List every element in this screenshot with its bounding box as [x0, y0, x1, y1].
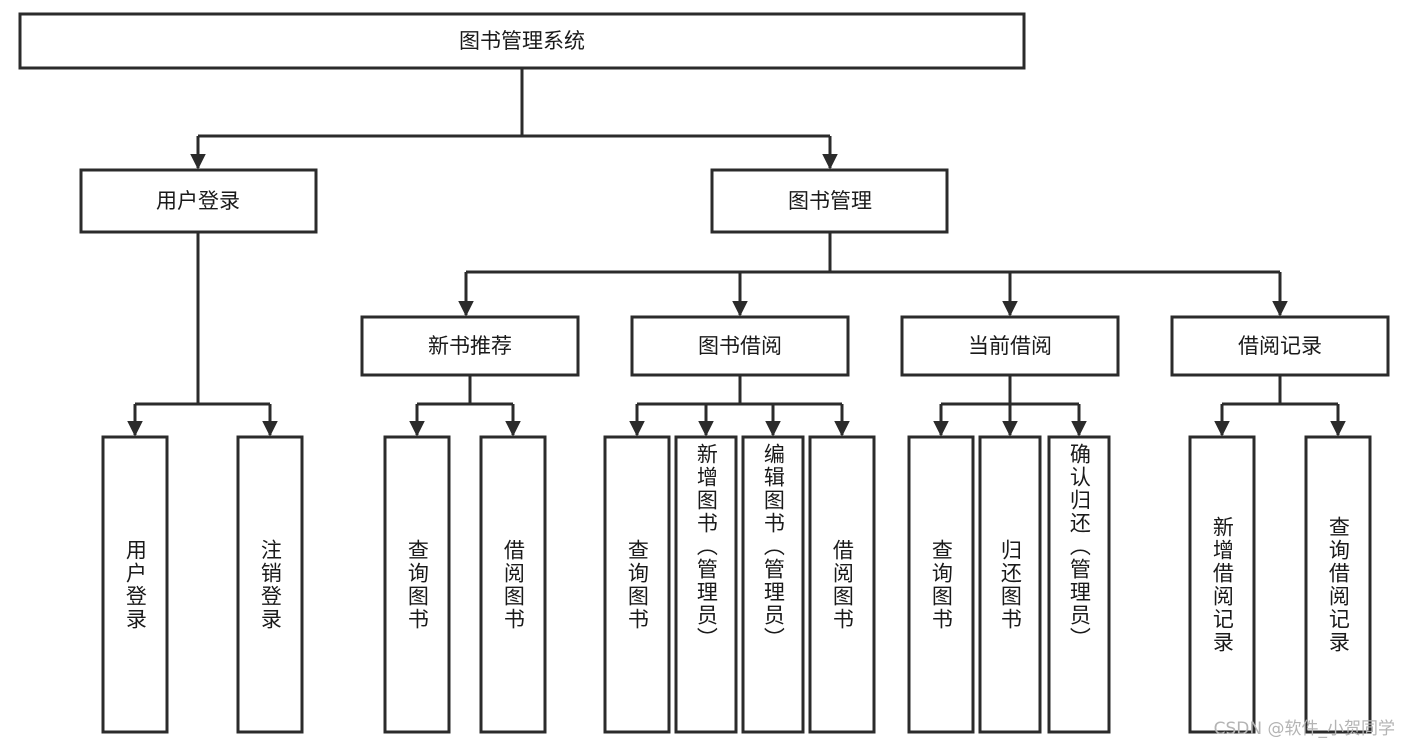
connector-root-to-level2 [190, 68, 838, 170]
leaf-box-query-book-1[interactable] [383, 435, 451, 734]
leaf-box-confirm-return[interactable] [1047, 435, 1111, 734]
node-current-borrow-label: 当前借阅 [968, 334, 1052, 358]
leaf-box-query-book-2[interactable] [603, 435, 671, 734]
node-borrow-record-label: 借阅记录 [1238, 334, 1322, 358]
leaf-box-logout[interactable] [236, 435, 304, 734]
node-root-label: 图书管理系统 [459, 29, 585, 53]
node-book-manage[interactable]: 图书管理 [710, 168, 949, 234]
leaf-box-add-record[interactable] [1188, 435, 1256, 734]
leaf-box-add-book[interactable] [674, 435, 738, 734]
node-current-borrow[interactable]: 当前借阅 [900, 315, 1120, 377]
node-book-manage-label: 图书管理 [788, 189, 872, 213]
leaf-box-user-login[interactable] [101, 435, 169, 734]
connector-user-login-to-leaves [127, 232, 278, 437]
node-user-login-label: 用户登录 [156, 189, 240, 213]
node-book-borrow[interactable]: 图书借阅 [630, 315, 850, 377]
connector-current-borrow-to-leaves [933, 375, 1087, 437]
connector-book-manage-to-level3 [458, 232, 1288, 317]
node-root[interactable]: 图书管理系统 [18, 12, 1026, 70]
watermark-text: CSDN @软件_小贺同学 [1213, 719, 1395, 739]
connector-new-book-rec-to-leaves [409, 375, 521, 437]
leaf-box-borrow-book-1[interactable] [479, 435, 547, 734]
node-book-borrow-label: 图书借阅 [698, 334, 782, 358]
leaf-box-query-book-3[interactable] [907, 435, 975, 734]
leaf-box-return-book[interactable] [978, 435, 1042, 734]
node-borrow-record[interactable]: 借阅记录 [1170, 315, 1390, 377]
leaf-box-edit-book[interactable] [741, 435, 805, 734]
node-new-book-rec-label: 新书推荐 [428, 334, 512, 358]
leaf-box-borrow-book-2[interactable] [808, 435, 876, 734]
connector-borrow-record-to-leaves [1214, 375, 1346, 437]
leaf-box-query-record[interactable] [1304, 435, 1372, 734]
connector-book-borrow-to-leaves [629, 375, 850, 437]
node-new-book-rec[interactable]: 新书推荐 [360, 315, 580, 377]
node-user-login[interactable]: 用户登录 [79, 168, 318, 234]
